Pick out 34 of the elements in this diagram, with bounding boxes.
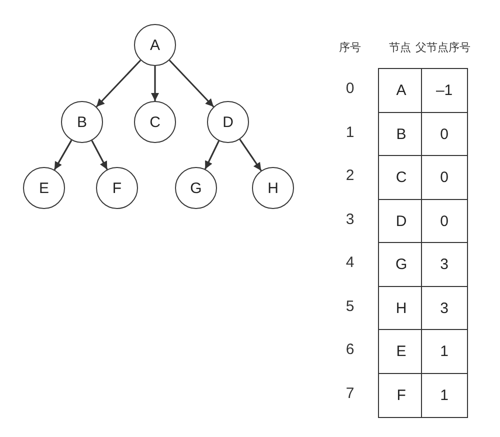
- column-header: 父节点序号: [416, 40, 470, 55]
- arrow: [239, 138, 262, 172]
- tree-node-circle: G: [175, 167, 217, 209]
- column-header: 节点: [389, 40, 411, 55]
- tree-node-circle: E: [23, 167, 65, 209]
- arrow: [168, 60, 214, 108]
- table-cell: 0: [421, 112, 468, 157]
- column-header: 序号: [339, 40, 361, 55]
- table-cell: 1: [421, 329, 468, 374]
- row-number: 4: [346, 254, 354, 271]
- tree-node-circle: F: [96, 167, 138, 209]
- tree-node-circle: H: [252, 167, 294, 209]
- arrow: [96, 60, 142, 108]
- row-number: 3: [346, 210, 354, 228]
- row-number: 1: [346, 124, 354, 140]
- table-cell: 1: [421, 372, 468, 418]
- row-number: 5: [346, 298, 354, 314]
- tree-node-circle: D: [207, 101, 249, 143]
- row-number: 2: [346, 167, 354, 184]
- table-cell: 0: [421, 155, 468, 200]
- table-cell: 3: [421, 242, 468, 288]
- arrow: [204, 140, 220, 170]
- tree-node-circle: A: [134, 24, 176, 66]
- row-number: 6: [346, 341, 354, 358]
- table-cell: 0: [421, 198, 468, 244]
- arrow: [151, 66, 159, 101]
- arrow: [91, 140, 108, 170]
- table-cell: –1: [421, 68, 468, 114]
- table-cell: 3: [421, 286, 468, 331]
- arrow: [54, 140, 72, 170]
- row-number: 0: [346, 80, 354, 97]
- row-number: 7: [346, 384, 354, 402]
- tree-node-circle: C: [134, 101, 176, 143]
- tree-node-circle: B: [61, 101, 103, 143]
